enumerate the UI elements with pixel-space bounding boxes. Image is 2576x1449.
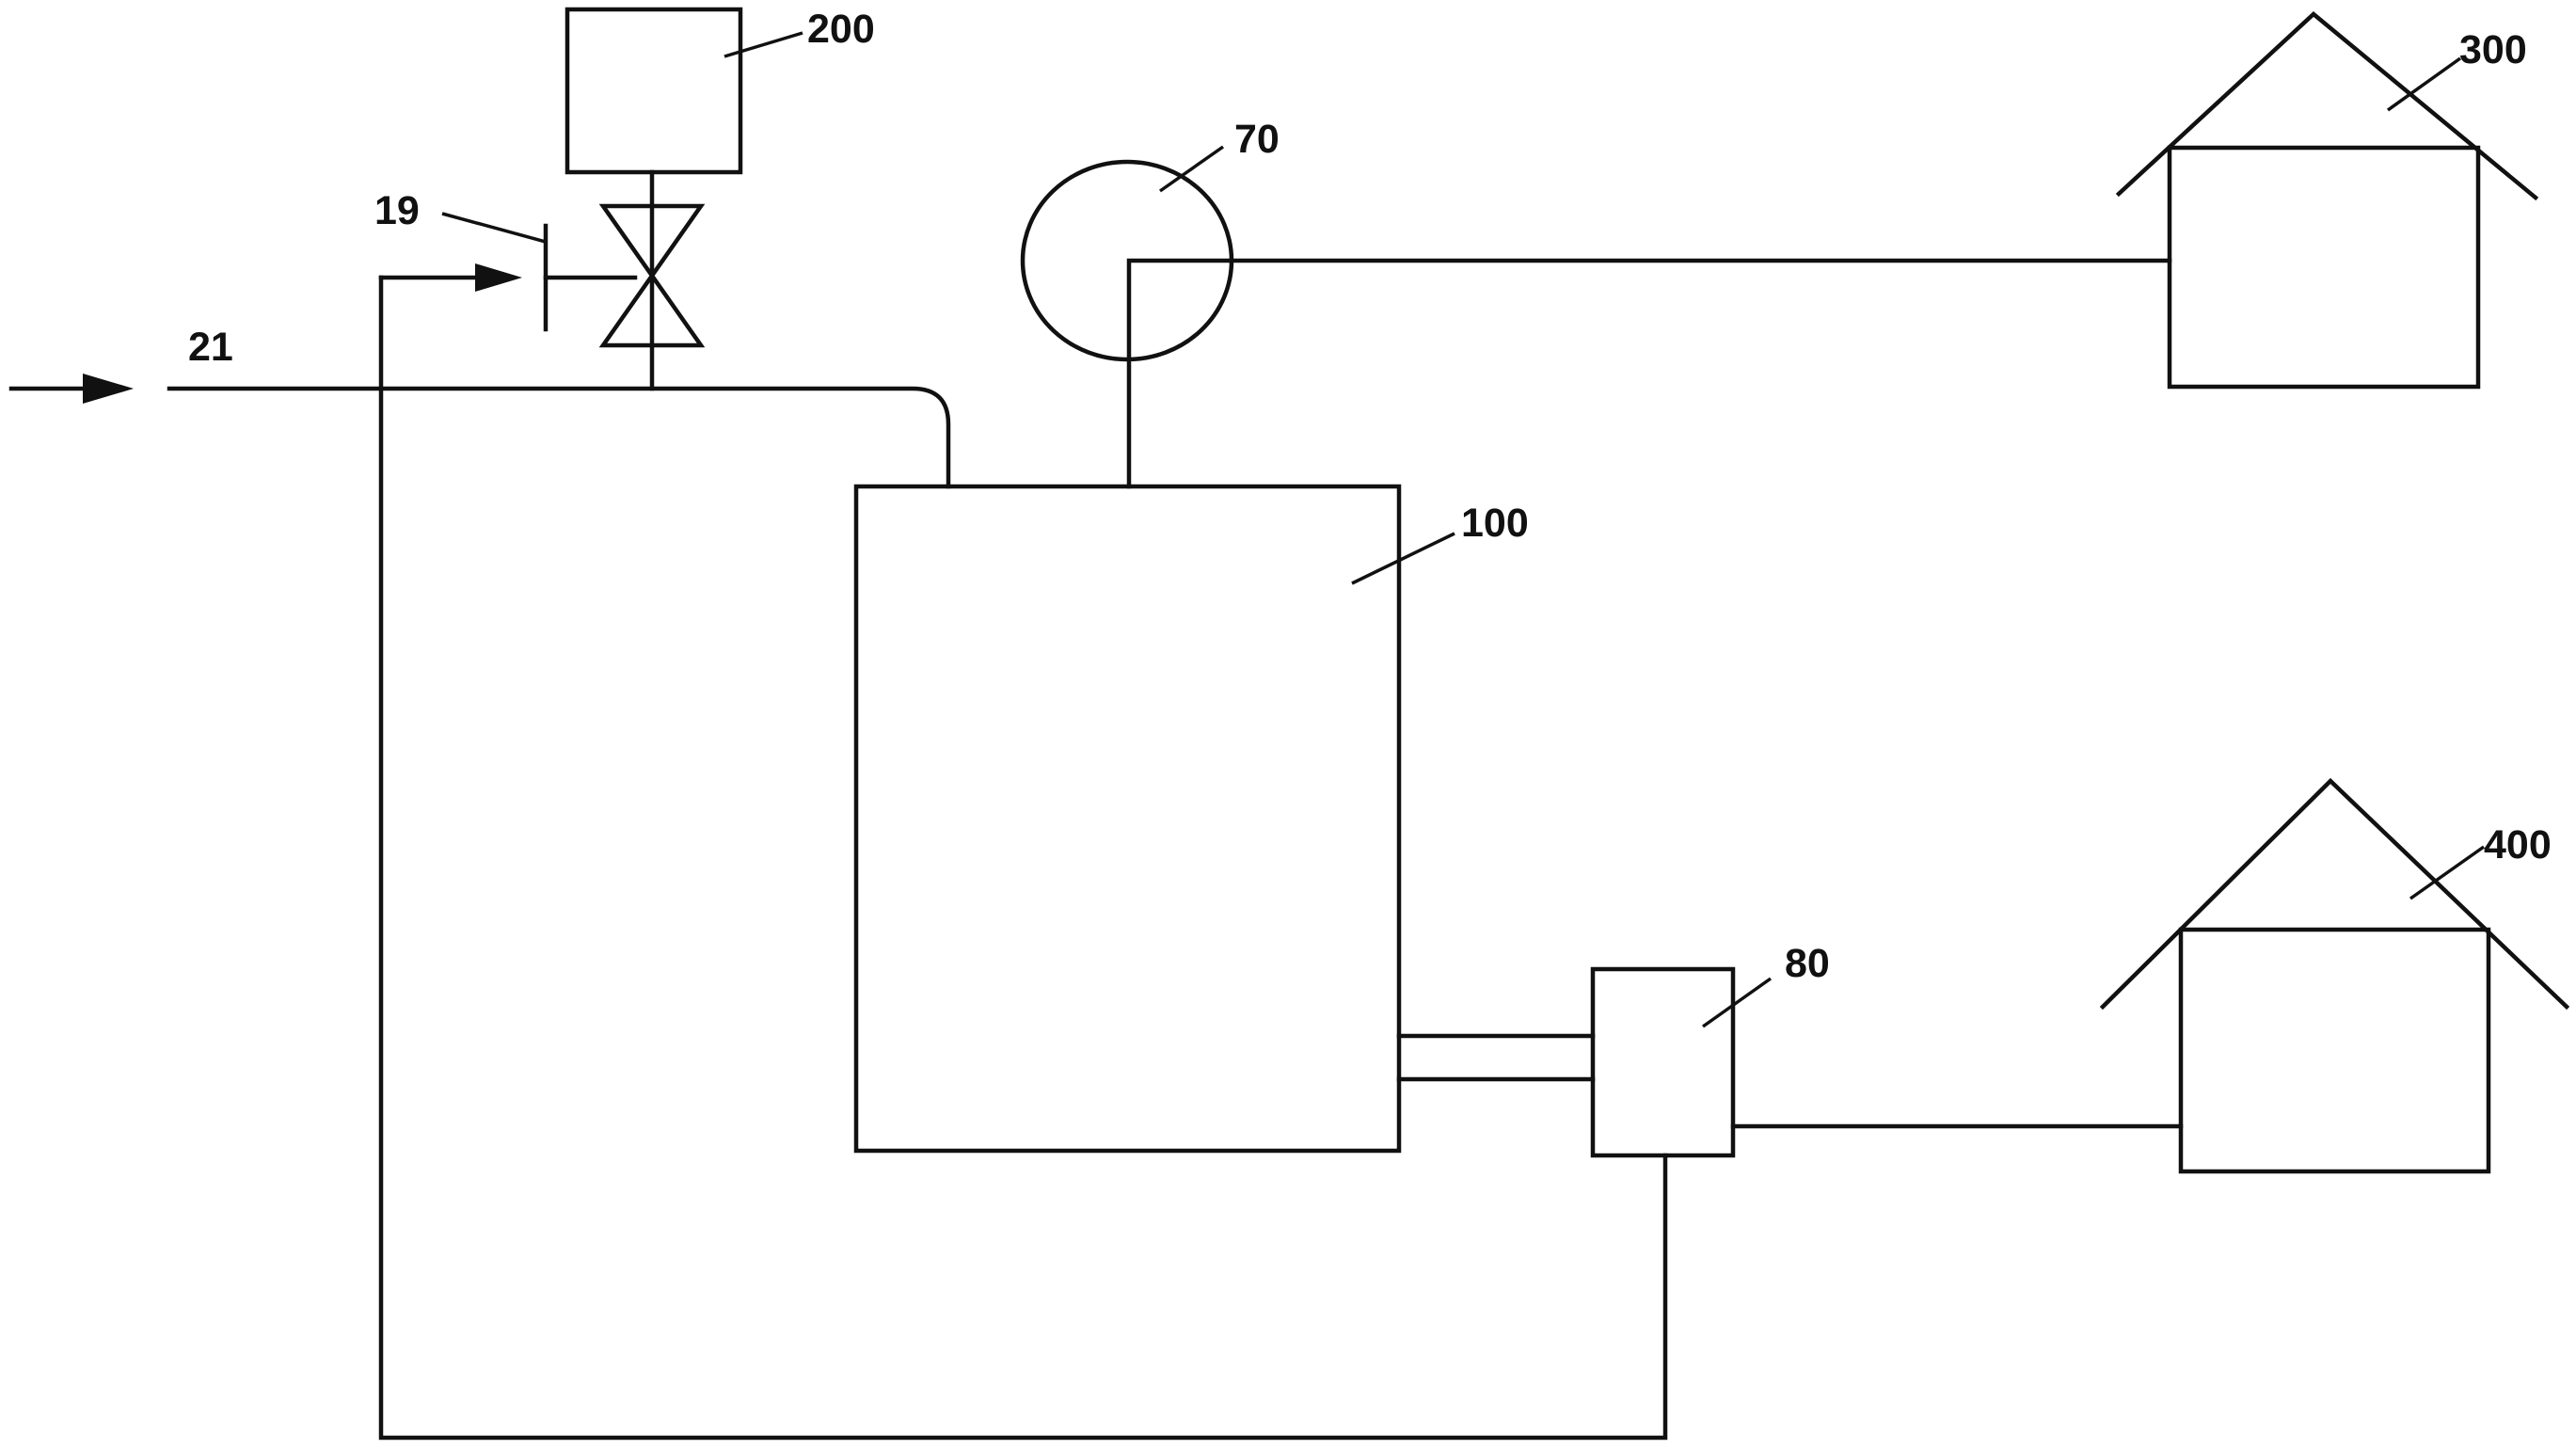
label-valve: 19 — [374, 188, 420, 233]
controller-box — [1590, 966, 1736, 1158]
label-valve-actuator: 200 — [807, 7, 875, 52]
leader-400 — [2409, 845, 2486, 900]
leader-300 — [2386, 56, 2462, 112]
meter-pipe — [1126, 258, 2172, 489]
label-boiler: 100 — [1461, 501, 1529, 546]
label-house-lower: 400 — [2484, 822, 2552, 868]
leader-80 — [1701, 977, 1773, 1028]
label-meter: 70 — [1234, 117, 1280, 162]
valve-symbol — [598, 203, 706, 348]
label-house-upper: 300 — [2459, 27, 2527, 72]
valve-actuator-box — [564, 7, 743, 175]
label-controller: 80 — [1785, 941, 1830, 986]
leader-70 — [1158, 145, 1225, 193]
leader-200 — [724, 31, 803, 58]
leader-100 — [1351, 532, 1455, 585]
leader-19 — [441, 212, 547, 244]
house-upper — [2115, 11, 2539, 390]
label-inlet: 21 — [188, 325, 233, 370]
boiler-box — [853, 484, 1402, 1154]
return-loop-pipe — [378, 275, 1668, 1441]
inlet-arrow — [8, 374, 134, 404]
house-lower — [2099, 777, 2570, 1174]
return-arrow-head — [475, 263, 522, 292]
inlet-pipe — [167, 386, 951, 489]
